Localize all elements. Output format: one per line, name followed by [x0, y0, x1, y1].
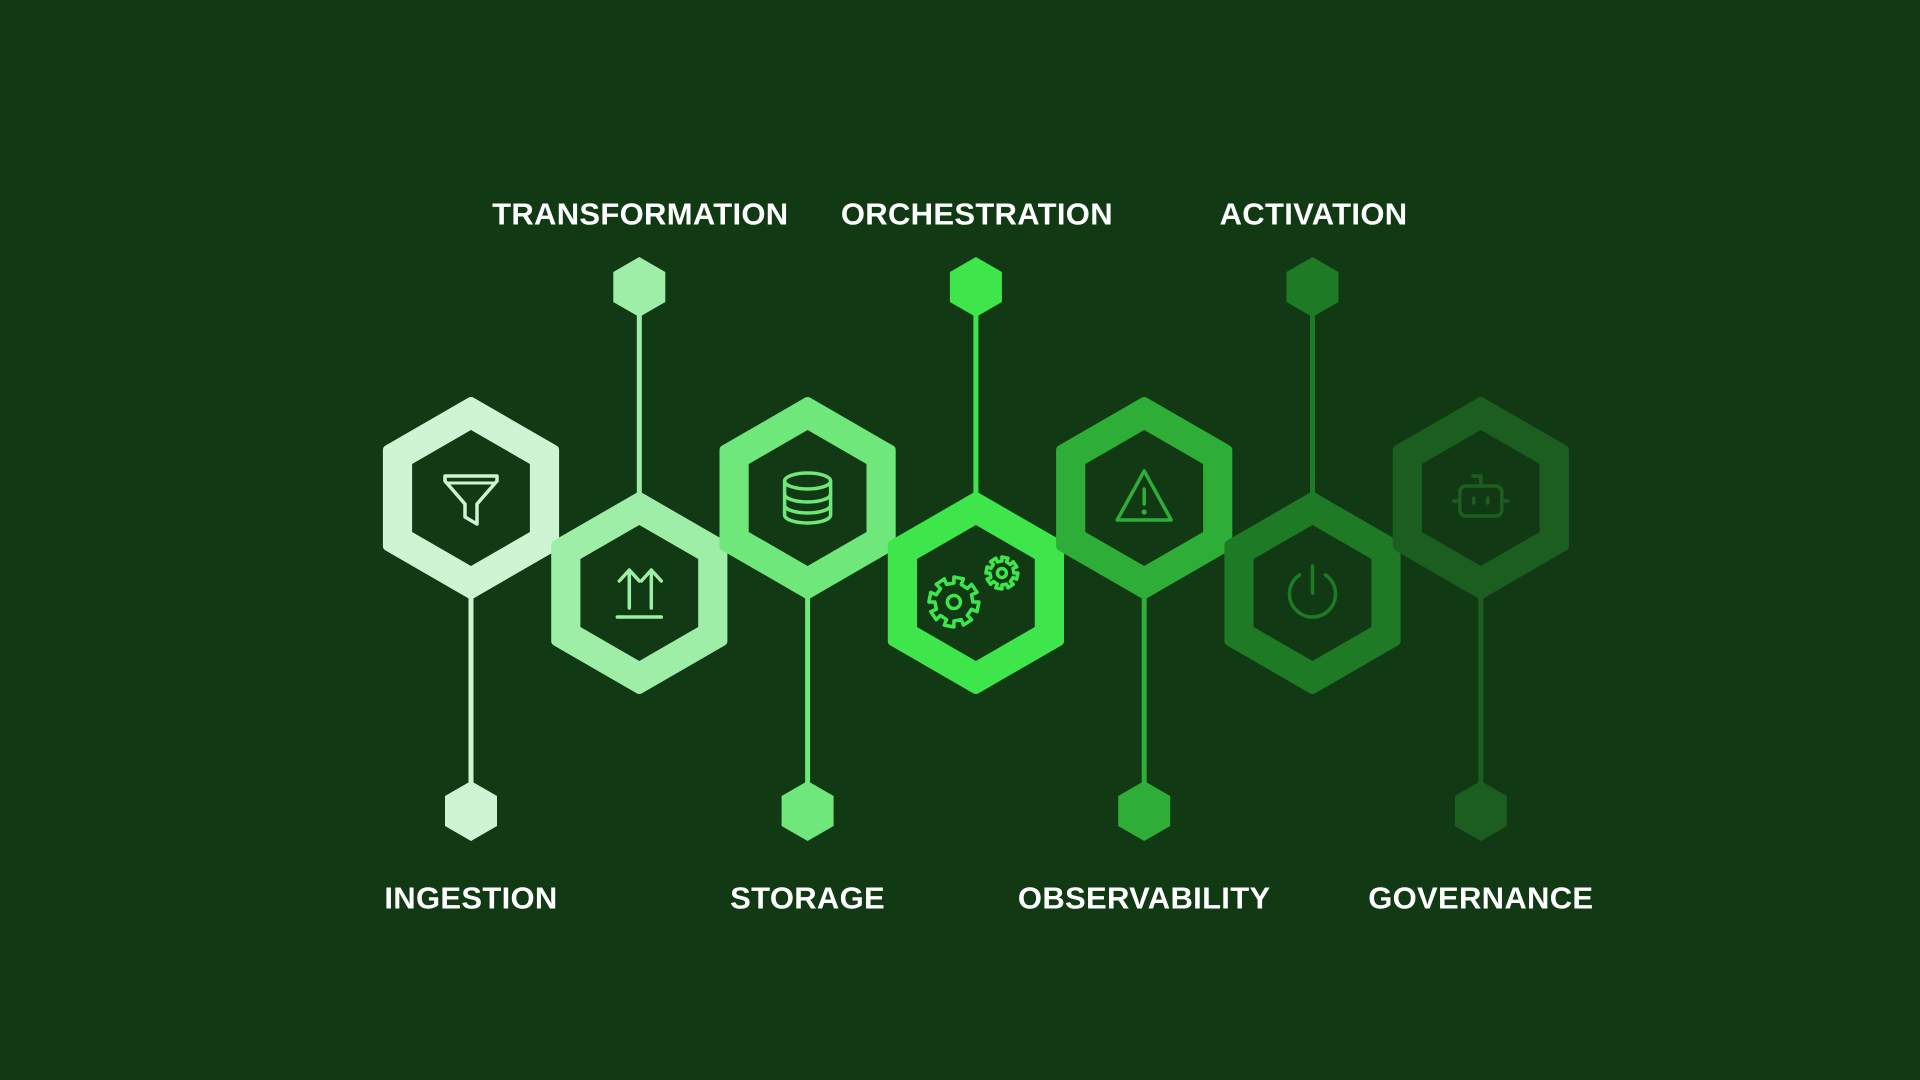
storage-label: STORAGE: [730, 880, 886, 916]
orchestration-hexagon: [887, 492, 1064, 694]
funnel-icon: [443, 474, 499, 526]
storage-node: [781, 781, 834, 841]
connector-layer: [445, 257, 1507, 841]
transformation-node: [613, 257, 666, 317]
activation-node: [1286, 257, 1339, 317]
ingestion-label: INGESTION: [384, 880, 558, 916]
orchestration-node: [949, 257, 1002, 317]
orchestration-label: ORCHESTRATION: [840, 196, 1113, 232]
observability-label: OBSERVABILITY: [1017, 880, 1271, 916]
governance-hexagon: [1392, 397, 1569, 599]
transformation-label: TRANSFORMATION: [492, 196, 789, 232]
storage-hexagon: [719, 397, 896, 599]
hexagon-layer: [382, 397, 1569, 694]
transformation-hexagon: [551, 492, 728, 694]
database-icon: [782, 471, 833, 525]
ingestion-node: [445, 781, 497, 841]
warning-icon: [1115, 469, 1173, 522]
observability-hexagon: [1056, 397, 1233, 599]
observability-node: [1118, 781, 1171, 841]
power-icon: [1287, 564, 1338, 619]
ingestion-hexagon: [382, 397, 560, 599]
activation-label: ACTIVATION: [1219, 196, 1408, 232]
activation-hexagon: [1224, 492, 1401, 694]
governance-node: [1454, 781, 1507, 841]
gears-icon: [927, 555, 1020, 629]
upload-icon: [615, 568, 664, 619]
robot-icon: [1452, 474, 1510, 518]
governance-label: GOVERNANCE: [1368, 880, 1594, 916]
